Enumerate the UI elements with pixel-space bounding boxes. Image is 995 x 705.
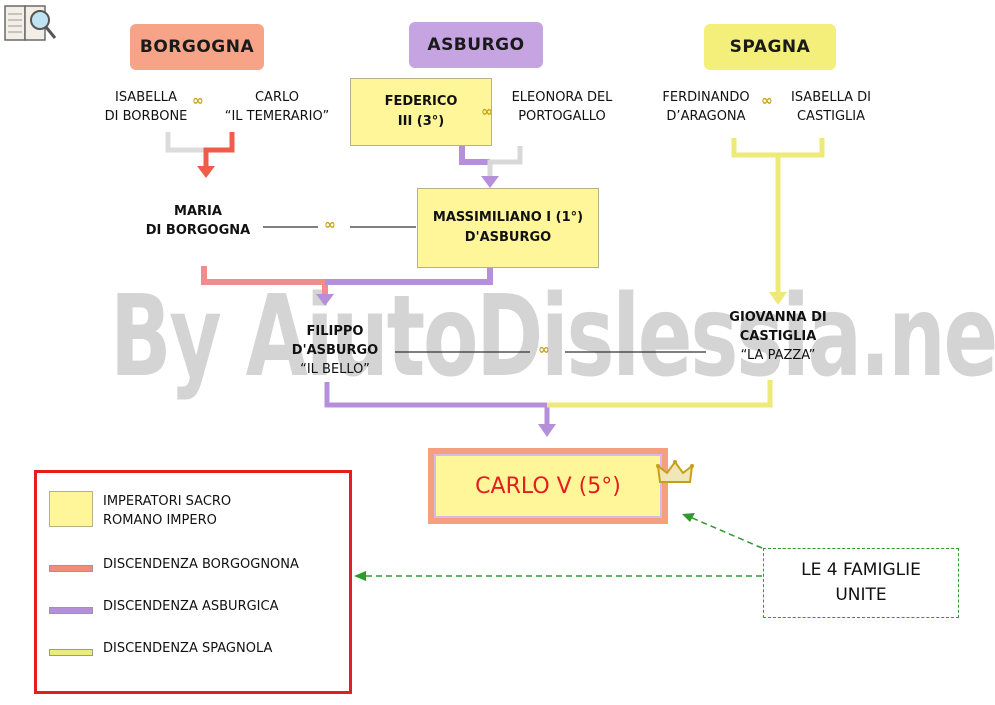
- person-carlo-temerario: CARLO “IL TEMERARIO”: [224, 90, 330, 124]
- legend-swatch-yellow-line: [49, 649, 93, 656]
- house-borgogna-header: BORGOGNA: [130, 24, 264, 70]
- legend-swatch-purple: [49, 607, 93, 614]
- person-massimiliano-box: MASSIMILIANO I (1°) D'ASBURGO: [417, 188, 599, 268]
- note-box: LE 4 FAMIGLIE UNITE: [763, 548, 959, 618]
- person-federico-box: FEDERICO III (3°): [350, 78, 492, 146]
- legend: IMPERATORI SACRO ROMANO IMPERO DISCENDEN…: [34, 470, 352, 694]
- legend-swatch-red: [49, 565, 93, 572]
- person-isabella-castiglia: ISABELLA DI CASTIGLIA: [790, 90, 871, 124]
- person-giovanna: GIOVANNA DI CASTIGLIA “LA PAZZA”: [729, 310, 827, 363]
- person-maria: MARIA DI BORGOGNA: [145, 204, 251, 238]
- wedding-rings-icon: ∞: [538, 342, 550, 358]
- wedding-rings-icon: ∞: [761, 93, 773, 109]
- house-asburgo-header: ASBURGO: [409, 22, 543, 68]
- person-filippo: FILIPPO D'ASBURGO “IL BELLO”: [291, 324, 379, 377]
- wedding-rings-icon: ∞: [192, 93, 204, 109]
- person-isabella-borbone: ISABELLA DI BORBONE: [104, 90, 188, 124]
- wedding-rings-icon: ∞: [481, 104, 493, 120]
- carlo-v-box: CARLO V (5°): [428, 448, 668, 524]
- person-ferdinando: FERDINANDO D’ARAGONA: [662, 90, 750, 124]
- watermark: By AiutoDislessia.net: [110, 272, 995, 402]
- crown-icon: [656, 458, 694, 488]
- legend-swatch-yellow: [49, 491, 93, 527]
- person-eleonora: ELEONORA DEL PORTOGALLO: [511, 90, 613, 124]
- carlo-v-label: CARLO V (5°): [475, 473, 621, 499]
- wedding-rings-icon: ∞: [324, 217, 336, 233]
- house-spagna-header: SPAGNA: [704, 24, 836, 70]
- book-magnifier-icon: [2, 2, 58, 44]
